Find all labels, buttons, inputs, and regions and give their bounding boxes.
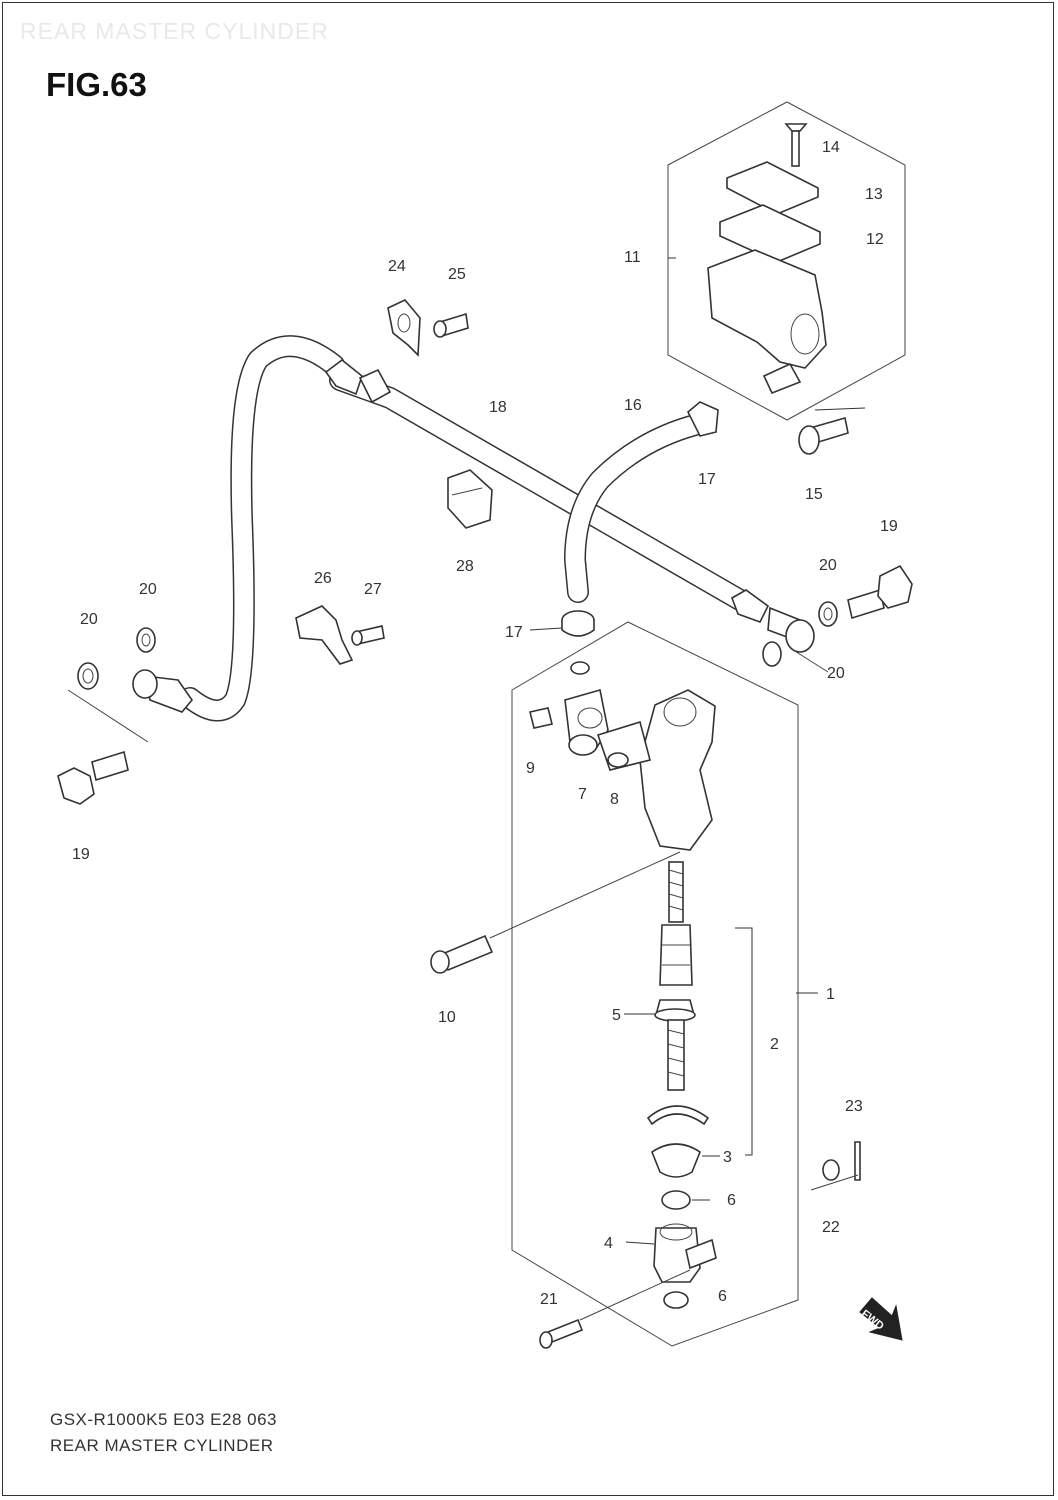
hose-clip-lower <box>561 610 595 637</box>
footer-title: REAR MASTER CYLINDER <box>50 1436 274 1455</box>
hose-bracket <box>295 605 354 665</box>
part-number-label: 20 <box>80 611 98 628</box>
reservoir-screw <box>784 123 808 167</box>
part-number-label: 26 <box>314 570 332 587</box>
rod-kit-bracket <box>735 927 753 1156</box>
header-title: REAR MASTER CYLINDER <box>20 18 329 44</box>
figure-label: FIG.63 <box>46 66 147 103</box>
part-number-label: 16 <box>624 397 642 414</box>
mounting-bolt-lower <box>430 934 494 974</box>
part-number-label: 23 <box>845 1098 863 1115</box>
part-number-label: 21 <box>540 1291 558 1308</box>
hose-guide <box>447 469 493 529</box>
part-number-label: 4 <box>604 1235 613 1252</box>
brake-hose-main <box>329 369 751 611</box>
part-number-label: 24 <box>388 258 406 275</box>
right-banjo-dash <box>789 647 829 673</box>
mounting-bolt-upper <box>529 707 553 729</box>
part-number-label: 20 <box>819 557 837 574</box>
push-rod <box>654 999 696 1091</box>
washer-left-upper <box>136 627 156 653</box>
part-number-label: 28 <box>456 558 474 575</box>
part-number-label: 27 <box>364 581 382 598</box>
part-number-label: 6 <box>727 1192 736 1209</box>
part-number-label: 10 <box>438 1009 456 1026</box>
fwd-arrow-icon: FWD <box>859 1297 903 1341</box>
circlip <box>646 1105 710 1126</box>
part-number-label: 20 <box>139 581 157 598</box>
lock-nut-lower <box>663 1291 689 1309</box>
union-o-ring <box>607 752 629 768</box>
banjo-bolt-right <box>847 564 913 620</box>
clamp-bolt <box>433 312 469 338</box>
rod-joint <box>653 1227 701 1283</box>
union-fitting <box>568 734 598 756</box>
bolt-15-leader <box>814 407 866 411</box>
bolt-10-dash <box>489 851 681 939</box>
master-cylinder-body <box>564 661 716 851</box>
reservoir-group-outline <box>667 101 906 421</box>
part-number-label: 17 <box>698 471 716 488</box>
reservoir-body <box>707 249 827 369</box>
reservoir-hose <box>564 414 706 603</box>
piston-rod-assembly <box>659 861 693 986</box>
joint-pin <box>539 1318 584 1349</box>
part-number-label: 17 <box>505 624 523 641</box>
part-number-label: 19 <box>72 846 90 863</box>
part-number-label: 9 <box>526 760 535 777</box>
part-number-label: 18 <box>489 399 507 416</box>
washer-right-upper <box>818 601 838 627</box>
cotter-pin <box>854 1141 861 1181</box>
part-number-label: 13 <box>865 186 883 203</box>
part-number-label: 2 <box>770 1036 779 1053</box>
hose-clamp-bracket <box>387 299 421 357</box>
part-number-label: 3 <box>723 1149 732 1166</box>
pin-washer <box>822 1159 840 1181</box>
brake-hose-left-loop <box>179 335 345 722</box>
bracket-bolt <box>351 625 385 646</box>
hose-fitting-top <box>324 358 363 396</box>
part-number-label: 22 <box>822 1219 840 1236</box>
part-number-label: 6 <box>718 1288 727 1305</box>
washer-left-lower <box>77 662 99 690</box>
reservoir-diaphragm-plate <box>719 204 821 263</box>
dust-boot <box>651 1143 701 1178</box>
reservoir-cap <box>726 161 819 215</box>
washer-right-lower <box>762 641 782 667</box>
hose-clip-top <box>687 401 719 437</box>
left-banjo-dash <box>67 689 149 743</box>
lock-nut <box>661 1190 691 1210</box>
part-number-label: 7 <box>578 786 587 803</box>
part-number-label: 5 <box>612 1007 621 1024</box>
part-number-label: 8 <box>610 791 619 808</box>
part-number-label: 20 <box>827 665 845 682</box>
part-number-label: 15 <box>805 486 823 503</box>
part-number-label: 25 <box>448 266 466 283</box>
clip-17-leader <box>529 627 563 631</box>
footer-model-code: GSX-R1000K5 E03 E28 063 <box>50 1410 277 1429</box>
master-cylinder-group-outline <box>511 621 799 1347</box>
pin-21-dash <box>579 1269 691 1321</box>
reservoir-bolt <box>798 416 849 455</box>
part-number-label: 12 <box>866 231 884 248</box>
banjo-bolt-left <box>57 750 129 805</box>
part-number-label: 19 <box>880 518 898 535</box>
part-number-label: 11 <box>624 249 641 266</box>
hose-fitting-right <box>731 589 770 623</box>
part-number-label: 14 <box>822 139 840 156</box>
part-number-label: 1 <box>826 986 835 1003</box>
